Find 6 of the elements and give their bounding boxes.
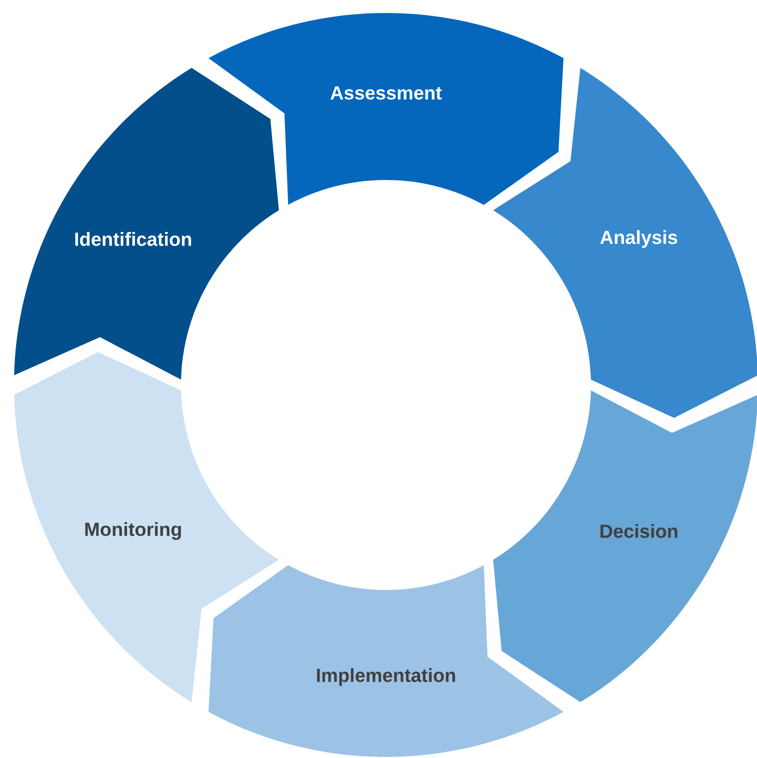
- cycle-segment: Monitoring: [14, 352, 279, 702]
- cycle-segment: Implementation: [208, 565, 564, 757]
- cycle-segment: Decision: [493, 390, 757, 702]
- cycle-segment: Identification: [14, 68, 279, 380]
- cycle-segment: Analysis: [493, 68, 757, 418]
- cycle-segment: Assessment: [208, 13, 564, 205]
